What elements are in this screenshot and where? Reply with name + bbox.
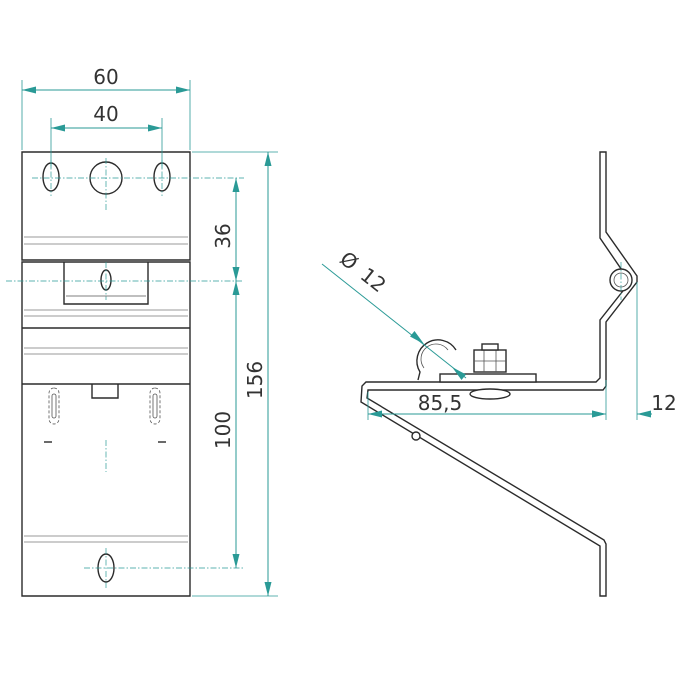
dim-label-side-offset: 12: [651, 391, 676, 415]
dim-side-offset: 12: [580, 391, 677, 418]
bottom-plate-outline: [21, 261, 191, 597]
front-centerlines: [6, 158, 244, 588]
diameter-symbol: Ø: [335, 246, 362, 275]
hidden-slot-left: [48, 387, 60, 425]
hidden-slot-right: [149, 387, 161, 425]
clip-tab: [91, 384, 119, 399]
dim-hole-to-pin: 36: [211, 178, 240, 281]
bolt-head: [469, 388, 511, 400]
dim-width-overall: 60: [22, 65, 190, 94]
small-stud: [411, 431, 421, 441]
dim-label-pin-to-bottom-hole: 100: [211, 411, 235, 449]
dim-label-hole-to-pin: 36: [211, 223, 235, 248]
rolled-eye: [416, 339, 457, 381]
front-view: [21, 151, 191, 597]
hinge-knuckle: [63, 262, 149, 305]
bracket-profile: [360, 151, 638, 597]
side-extension-lines: [367, 262, 638, 420]
front-extension-lines: [21, 80, 278, 597]
dim-hole-spacing: 40: [51, 102, 162, 132]
side-view: [360, 151, 638, 597]
dim-label-diameter: 12: [356, 263, 391, 298]
dim-height-overall: 156: [243, 152, 272, 596]
dim-label-bracket-depth: 85,5: [418, 391, 463, 415]
dim-diameter: Ø 12: [321, 246, 467, 380]
dim-label-width-overall: 60: [93, 65, 118, 89]
dim-label-hole-spacing: 40: [93, 102, 118, 126]
svg-text:Ø 12: Ø 12: [335, 246, 390, 297]
dim-label-height-overall: 156: [243, 361, 267, 399]
dim-pin-to-bottom-hole: 100: [211, 281, 240, 568]
top-plate-outline: [21, 151, 191, 261]
clamp-plate: [439, 373, 537, 383]
bolt-top: [481, 343, 499, 351]
